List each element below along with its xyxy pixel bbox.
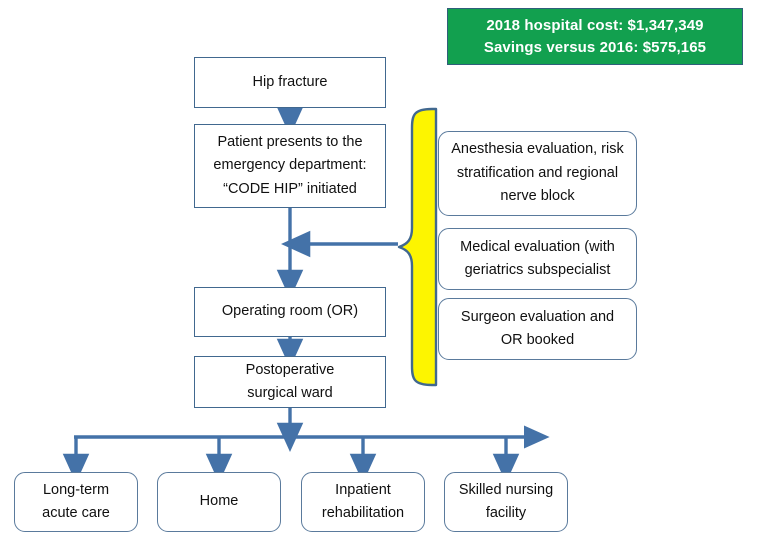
- cost-savings-callout: 2018 hospital cost: $1,347,349 Savings v…: [447, 8, 743, 65]
- node-medical-evaluation[interactable]: Medical evaluation (with geriatrics subs…: [438, 228, 637, 290]
- node-home[interactable]: Home: [157, 472, 281, 532]
- node-surgeon-evaluation[interactable]: Surgeon evaluation and OR booked: [438, 298, 637, 360]
- node-anesthesia-evaluation[interactable]: Anesthesia evaluation, risk stratificati…: [438, 131, 637, 216]
- node-long-term-acute-care[interactable]: Long-term acute care: [14, 472, 138, 532]
- node-inpatient-rehabilitation[interactable]: Inpatient rehabilitation: [301, 472, 425, 532]
- node-postoperative-surgical-ward[interactable]: Postoperative surgical ward: [194, 356, 386, 408]
- node-skilled-nursing-facility[interactable]: Skilled nursing facility: [444, 472, 568, 532]
- node-operating-room[interactable]: Operating room (OR): [194, 287, 386, 337]
- callout-line-cost: 2018 hospital cost: $1,347,349: [486, 16, 704, 34]
- parallel-evaluation-brace: [397, 107, 438, 387]
- callout-line-savings: Savings versus 2016: $575,165: [483, 38, 707, 56]
- node-patient-presents[interactable]: Patient presents to the emergency depart…: [194, 124, 386, 208]
- node-hip-fracture[interactable]: Hip fracture: [194, 57, 386, 108]
